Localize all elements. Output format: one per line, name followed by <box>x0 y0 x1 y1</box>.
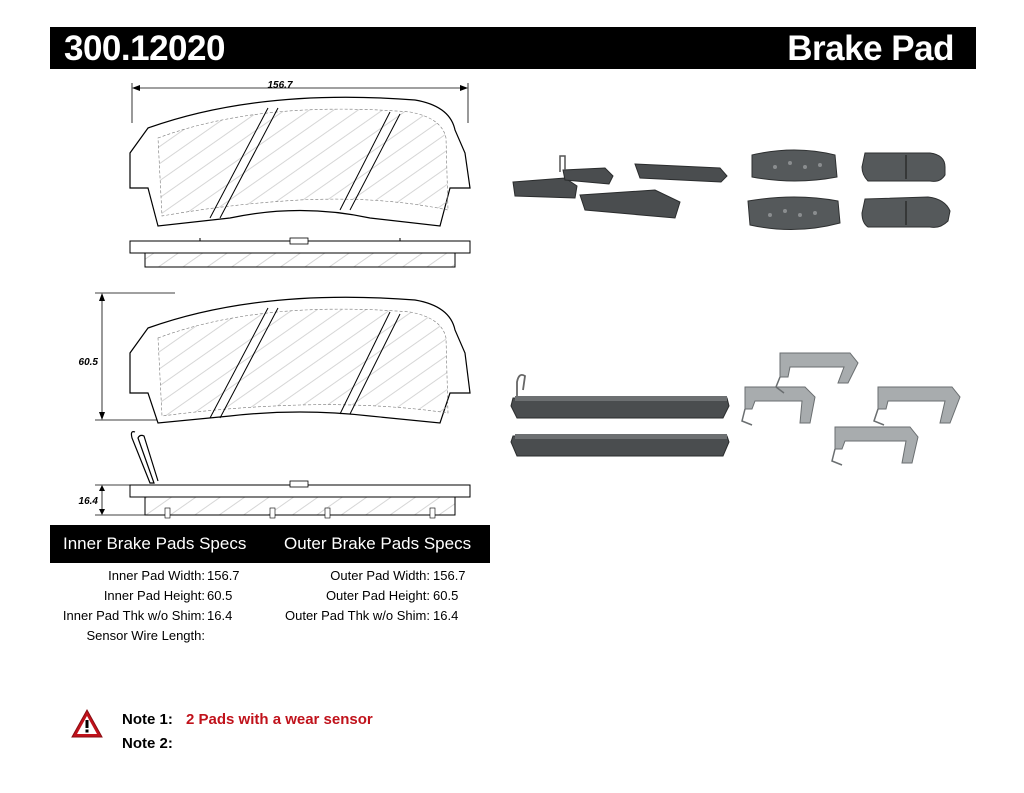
technical-drawing: 156.7 60.5 <box>79 80 471 519</box>
inner-spec-label: Inner Pad Width: <box>108 568 205 583</box>
pad-side-view-bottom <box>129 480 471 519</box>
note1-label: Note 1: <box>122 711 173 728</box>
pad-front-view-bottom <box>129 296 471 424</box>
photo-pad-side-view <box>510 373 730 457</box>
inner-spec-row: Inner Pad Height: <box>0 587 205 605</box>
outer-spec-row: Outer Pad Thk w/o Shim: <box>230 607 430 625</box>
outer-spec-value: 60.5 <box>433 588 459 603</box>
thickness-dimension: 16.4 <box>79 484 145 516</box>
warning-triangle-icon <box>71 708 103 738</box>
inner-spec-label: Inner Pad Height: <box>103 588 205 603</box>
height-dim-label: 60.5 <box>79 357 99 368</box>
pad-side-view-top <box>129 237 471 268</box>
header-bar: 300.12020 Brake Pad <box>50 27 976 69</box>
inner-spec-row: Inner Pad Thk w/o Shim: <box>0 607 205 625</box>
inner-spec-value: 60.5 <box>207 588 233 603</box>
outer-spec-label: Outer Pad Width: <box>330 568 430 583</box>
part-number: 300.12020 <box>64 29 225 68</box>
inner-spec-value: 16.4 <box>207 608 233 623</box>
inner-specs-title: Inner Brake Pads Specs <box>63 534 247 553</box>
wear-sensor-clip <box>130 431 159 484</box>
inner-spec-label: Inner Pad Thk w/o Shim: <box>62 608 205 623</box>
outer-spec-row: Outer Pad Height: <box>230 587 430 605</box>
width-dim-label: 156.7 <box>267 80 292 91</box>
width-dimension: 156.7 <box>131 80 469 123</box>
thickness-dim-label: 16.4 <box>79 496 99 507</box>
photo-pad-set-flat <box>747 149 951 230</box>
outer-spec-label: Outer Pad Height: <box>325 588 430 603</box>
note1-text: 2 Pads with a wear sensor <box>186 711 373 728</box>
inner-spec-label: Sensor Wire Length: <box>86 628 205 643</box>
photo-pad-set-angled <box>512 155 728 219</box>
outer-specs-title: Outer Brake Pads Specs <box>284 534 472 553</box>
specs-header-bar: Inner Brake Pads Specs Outer Brake Pads … <box>50 525 490 563</box>
outer-spec-value: 156.7 <box>433 568 466 583</box>
outer-spec-label: Outer Pad Thk w/o Shim: <box>285 608 430 623</box>
product-type: Brake Pad <box>787 29 954 68</box>
photo-hardware-clips <box>741 352 961 466</box>
outer-spec-value: 16.4 <box>433 608 459 623</box>
pad-front-view-top <box>129 96 471 227</box>
inner-spec-row: Inner Pad Width: <box>0 567 205 585</box>
inner-spec-row: Sensor Wire Length: <box>0 627 205 645</box>
note2-label: Note 2: <box>122 735 173 752</box>
inner-spec-value: 156.7 <box>207 568 240 583</box>
outer-spec-row: Outer Pad Width: <box>230 567 430 585</box>
